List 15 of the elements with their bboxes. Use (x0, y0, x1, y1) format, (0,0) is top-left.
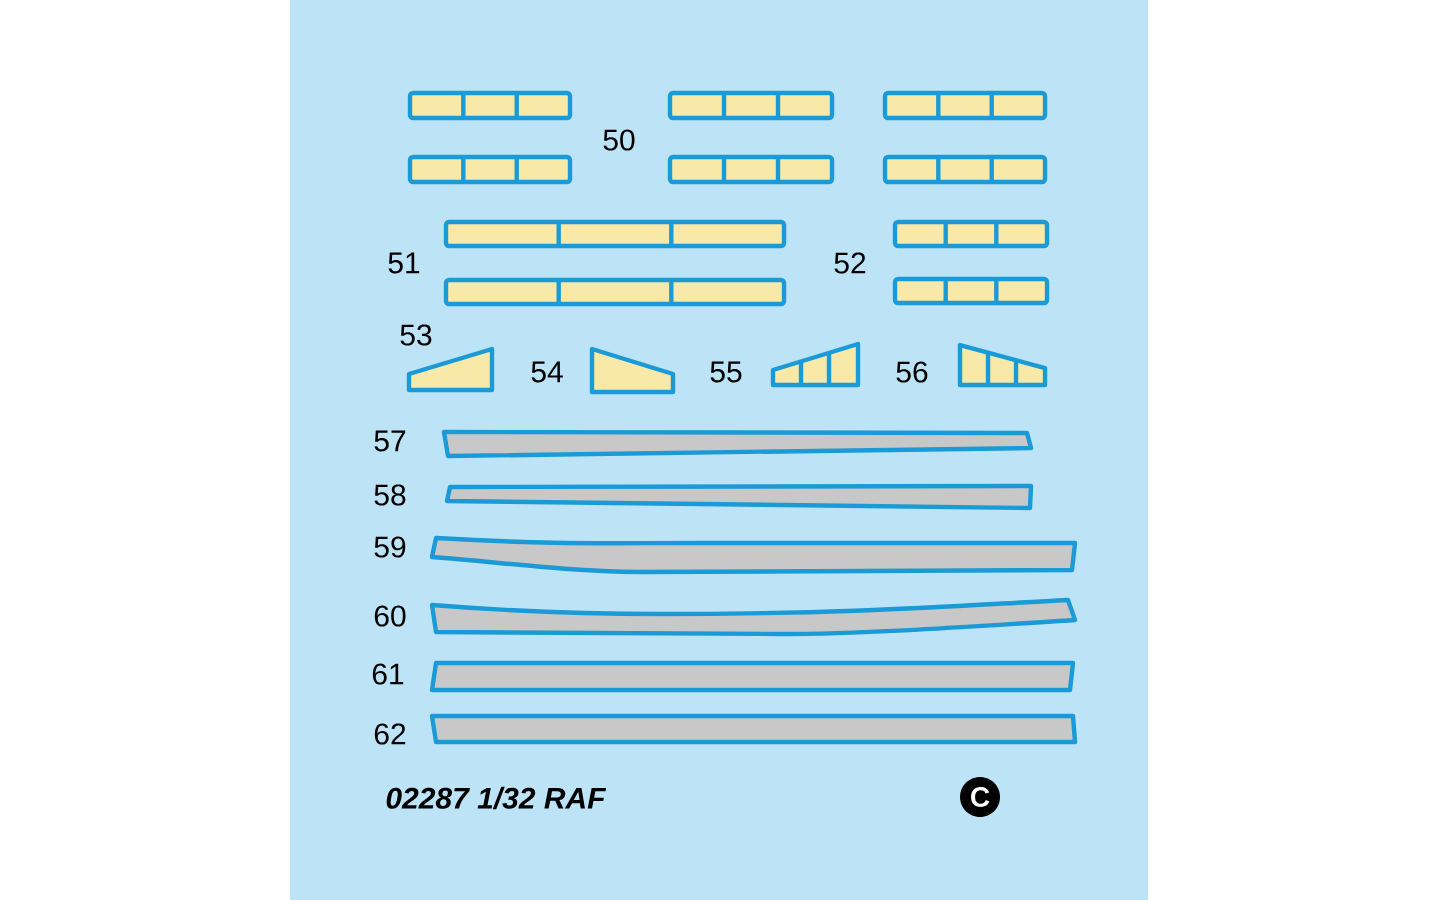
part-number: 53 (400, 324, 432, 346)
part-number: 60 (374, 605, 406, 627)
part-number: 59 (374, 536, 406, 558)
part-number: 57 (374, 430, 406, 452)
sheet-title: 02287 1/32 RAF (386, 786, 607, 810)
part-number: 61 (372, 663, 404, 685)
sheet-letter-badge: C (960, 777, 1000, 817)
part-number: 52 (834, 252, 866, 274)
part-number: 55 (710, 361, 742, 383)
part-number: 50 (603, 129, 635, 151)
part-number: 56 (896, 361, 928, 383)
part-number: 58 (374, 484, 406, 506)
part-number: 62 (374, 723, 406, 745)
part-number: 51 (388, 252, 420, 274)
part-number: 54 (531, 361, 563, 383)
